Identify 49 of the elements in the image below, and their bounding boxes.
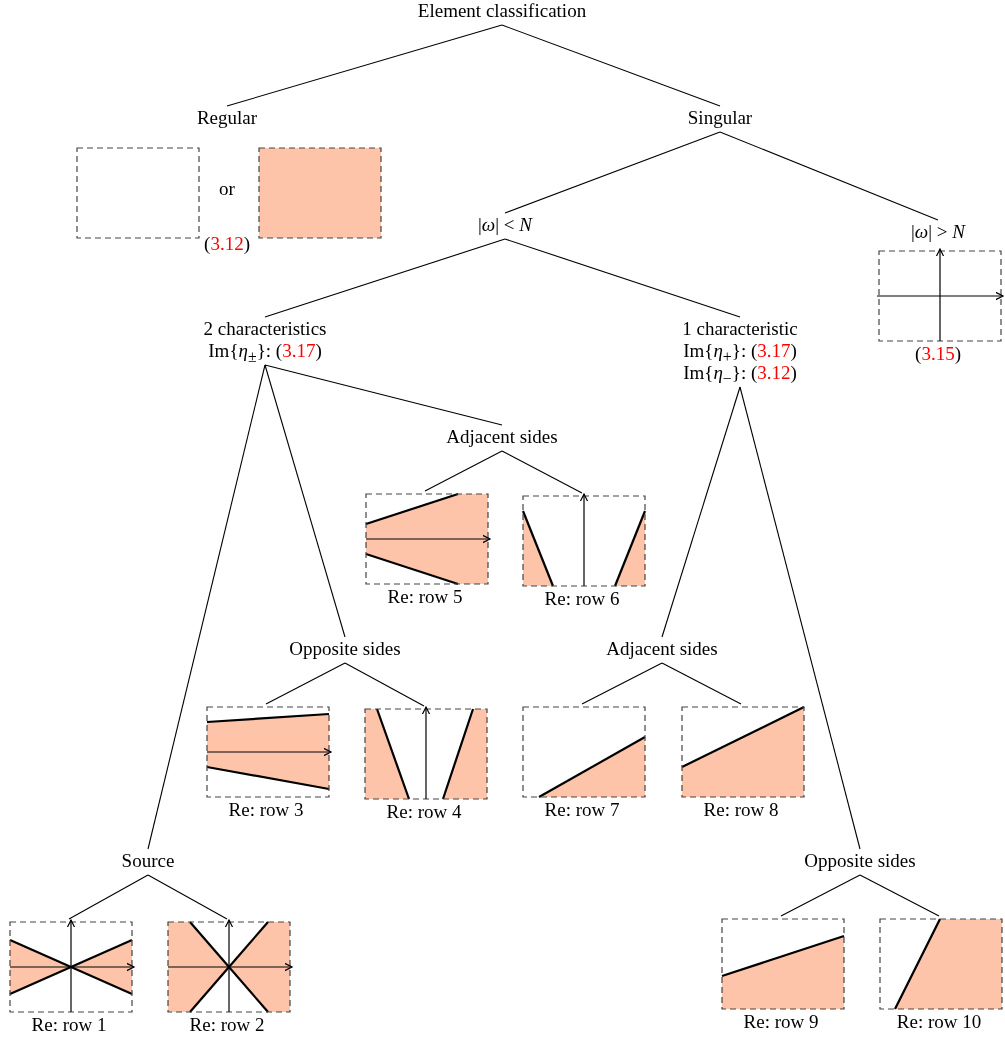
node-label: Opposite sides: [804, 850, 916, 872]
plot-caption: Re: row 5: [387, 586, 463, 608]
node-formula: Im{η$_{+}$}: (3.17): [682, 340, 798, 362]
plot-caption: Re: row 7: [544, 799, 620, 821]
tree-line: [424, 450, 503, 492]
tree-line: [504, 238, 741, 318]
plot-caption: Re: row 6: [544, 588, 620, 610]
node-label: Regular: [196, 107, 258, 129]
plot-caption: Re: row 9: [743, 1011, 819, 1033]
node-label: Singular: [687, 107, 753, 129]
tree-line: [68, 874, 149, 920]
node-label: Adjacent sides: [606, 638, 718, 660]
node-label: |ω| < N: [478, 214, 532, 236]
tree-line: [504, 131, 721, 214]
tree-line: [264, 364, 503, 426]
tree-line: [661, 386, 741, 638]
node-label: Opposite sides: [289, 638, 401, 660]
plot-caption: Re: row 8: [703, 799, 779, 821]
node-label: 2 characteristics: [203, 318, 327, 340]
tree-line: [739, 386, 861, 850]
node-formula: Im{η$_{−}$}: (3.12): [682, 362, 798, 384]
node-label: |ω| > N: [911, 221, 965, 243]
tree-line: [264, 364, 346, 638]
plot-caption: (3.15): [915, 343, 961, 365]
node-label: Source: [121, 850, 175, 872]
plot-caption: Re: row 3: [228, 799, 304, 821]
tree-line: [780, 874, 861, 917]
node-label: Element classification: [417, 0, 587, 22]
plot-caption: Re: row 10: [896, 1011, 982, 1033]
node-label: 1 characteristic: [682, 318, 798, 340]
plot-caption: Re: row 1: [31, 1014, 107, 1036]
tree-line: [501, 450, 583, 494]
plot-caption: Re: row 2: [189, 1014, 265, 1036]
equation-reference: (3.12): [204, 233, 250, 255]
tree-line: [581, 662, 663, 705]
tree-line: [264, 238, 506, 318]
tree-line: [265, 662, 346, 705]
tree-line: [147, 364, 266, 850]
connector-word: or: [219, 178, 235, 200]
node-label: Adjacent sides: [446, 426, 558, 448]
tree-line: [661, 662, 742, 705]
tree-line: [719, 131, 939, 221]
tree-line: [226, 24, 503, 107]
plot-caption: Re: row 4: [386, 801, 462, 823]
tree-line: [501, 24, 721, 107]
tree-line: [147, 874, 228, 920]
node-formula: Im{η$_{±}$}: (3.17): [207, 340, 323, 362]
tree-line: [344, 662, 425, 707]
tree-line: [859, 874, 940, 917]
